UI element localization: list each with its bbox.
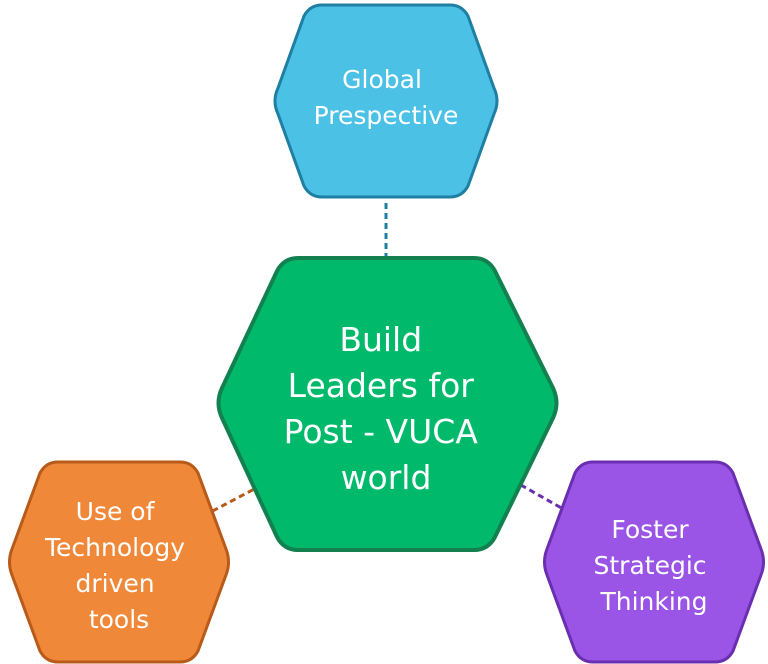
hexagon-technology-tools: Use of Technology driven tools	[8, 460, 230, 664]
left-line-1: Use of	[76, 497, 156, 526]
hexagon-shape-center	[216, 256, 559, 552]
right-line-2: Strategic	[594, 551, 707, 580]
hexagon-shape-right	[543, 460, 765, 664]
top-line-2: Prespective	[314, 101, 459, 130]
svg-text:Global Prespective: Global Prespective	[314, 65, 459, 130]
center-line-3: Post - VUCA	[284, 412, 479, 451]
hexagon-shape-left	[8, 460, 230, 664]
svg-text:Build Leaders for: Build Leaders for Post - VUCA world	[284, 320, 489, 497]
hexagon-center: Build Leaders for Post - VUCA world	[216, 256, 559, 552]
left-line-2: Technology	[44, 533, 185, 562]
top-line-1: Global	[342, 65, 422, 94]
right-line-1: Foster	[611, 515, 689, 544]
hexagon-shape-top	[273, 3, 499, 199]
center-line-2: Leaders for	[288, 366, 475, 405]
center-line-4: world	[341, 458, 432, 497]
connector-left	[204, 483, 263, 517]
right-line-3: Thinking	[599, 587, 707, 616]
svg-text:Foster Strategic T: Foster Strategic Thinking	[594, 515, 715, 616]
center-line-1: Build	[339, 320, 422, 359]
left-line-3: driven	[75, 569, 154, 598]
left-line-4: tools	[89, 605, 149, 634]
svg-text:Use of Technology: Use of Technology driven tools	[44, 497, 193, 634]
hexagon-global-prespective: Global Prespective	[273, 3, 499, 199]
hexagon-strategic-thinking: Foster Strategic Thinking	[543, 460, 765, 664]
